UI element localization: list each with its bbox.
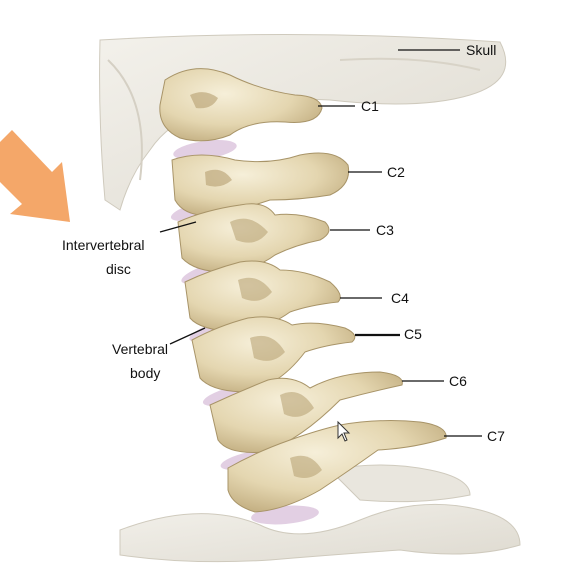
label-vertebral-line2: body <box>130 365 160 381</box>
vertebra-c5 <box>191 316 356 393</box>
label-c2: C2 <box>387 164 405 180</box>
label-c6: C6 <box>449 373 467 389</box>
vertebra-c3 <box>177 203 330 273</box>
lower-bones-illustration <box>119 464 521 563</box>
label-c7: C7 <box>487 428 505 444</box>
label-intervertebral-line1: Intervertebral <box>62 237 144 253</box>
vertebra-c7 <box>227 420 447 513</box>
labels: Skull C1 C2 C3 C4 C5 C6 C7 Intervertebra… <box>62 42 505 444</box>
orange-arrow-icon <box>0 130 70 222</box>
mouse-cursor-icon <box>337 420 351 442</box>
label-c1: C1 <box>361 98 379 114</box>
label-intervertebral-line2: disc <box>106 261 131 277</box>
label-skull: Skull <box>466 42 496 58</box>
label-c5: C5 <box>404 326 422 342</box>
leader-lines <box>159 49 482 437</box>
label-c4: C4 <box>391 290 409 306</box>
leader-line-disc <box>159 221 197 233</box>
label-c3: C3 <box>376 222 394 238</box>
vertebra-c1 <box>159 68 323 142</box>
label-vertebral-line1: Vertebral <box>112 341 168 357</box>
leader-line-body <box>169 327 206 345</box>
vertebra-c4 <box>184 260 341 333</box>
